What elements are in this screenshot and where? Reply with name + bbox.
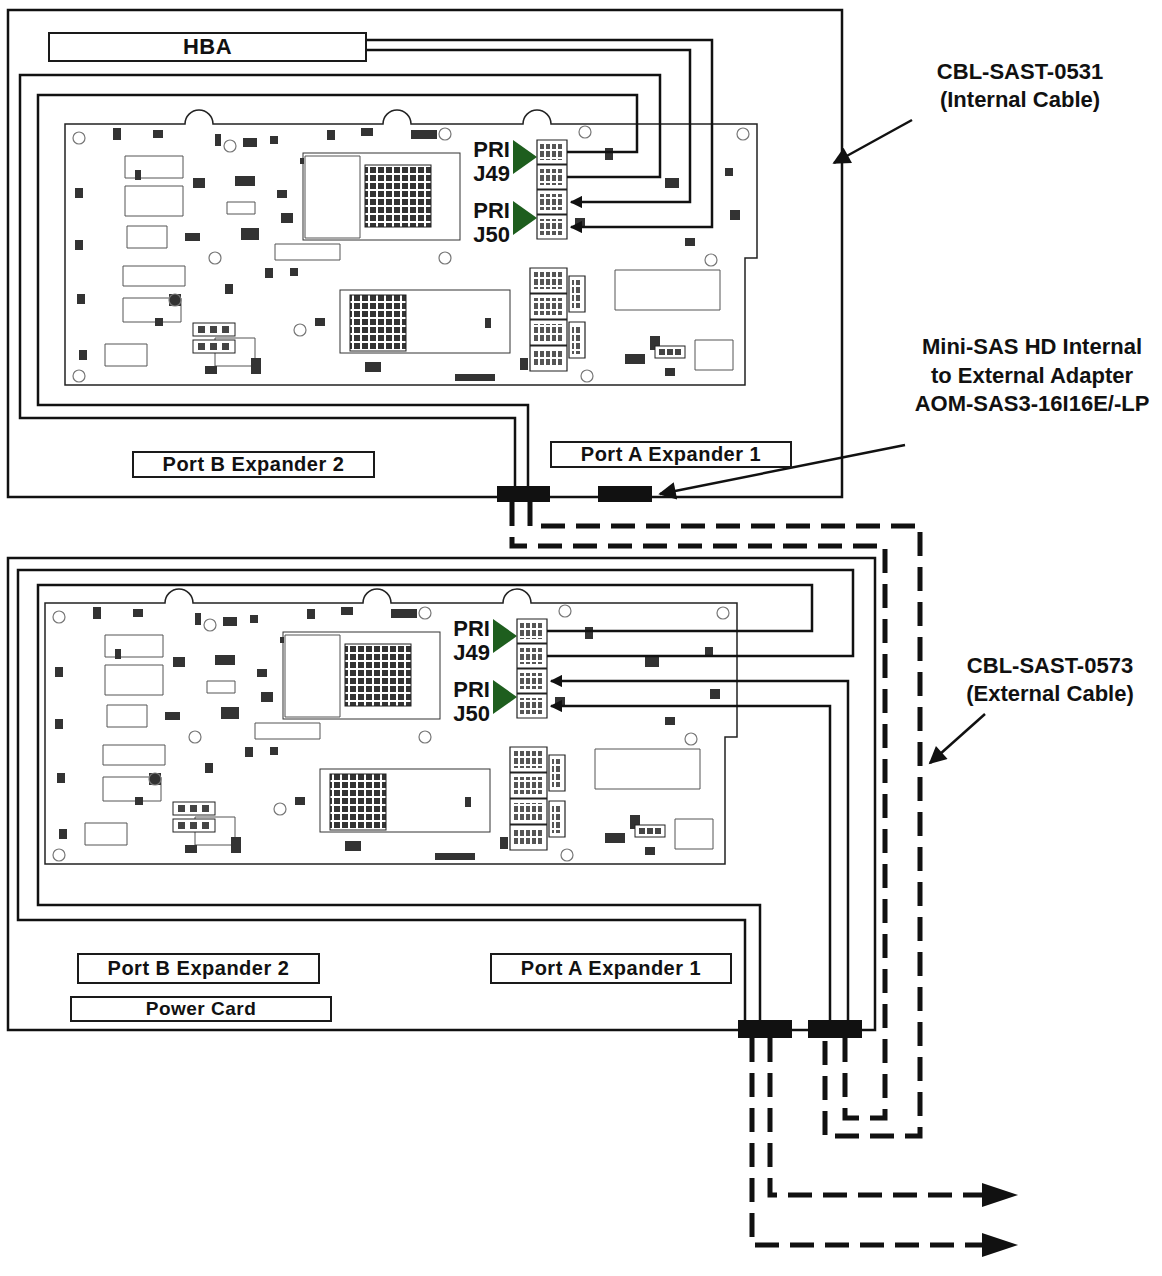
expander-port-box: Port A Expander 1 — [490, 953, 732, 984]
box-text: Port A Expander 1 — [521, 958, 701, 979]
connector-label: PRI J50 — [462, 199, 510, 247]
box-text: Power Card — [146, 999, 257, 1019]
internal-cable — [18, 570, 853, 1020]
primary-port-marker — [493, 680, 517, 714]
external-cable — [530, 502, 920, 1136]
backplane-illustration — [65, 110, 757, 385]
external-port-adapter — [808, 1020, 862, 1038]
box-text: Port B Expander 2 — [163, 454, 345, 475]
internal-cable — [38, 585, 812, 1020]
internal-cable — [367, 50, 690, 202]
box-text: Port B Expander 2 — [108, 958, 290, 979]
primary-port-marker — [513, 140, 537, 174]
leader-line — [834, 120, 912, 163]
hba-box: HBA — [48, 32, 367, 62]
connector-label: PRI J49 — [442, 617, 490, 665]
cable-arrowhead — [982, 1233, 1018, 1257]
primary-port-marker — [493, 619, 517, 653]
external-port-adapter — [497, 486, 550, 502]
primary-port-marker — [513, 201, 537, 235]
leader-line — [930, 714, 985, 763]
callout-text: CBL-SAST-0531 (Internal Cable) — [915, 58, 1125, 113]
external-port-adapter — [598, 486, 652, 502]
external-cable — [770, 1038, 982, 1195]
external-cable — [752, 1038, 982, 1245]
internal-cable — [20, 75, 660, 486]
connector-label: PRI J50 — [442, 678, 490, 726]
box-text: HBA — [183, 35, 232, 58]
expander-port-box: Port B Expander 2 — [77, 953, 320, 984]
cable-arrowhead — [982, 1183, 1018, 1207]
chassis-outline — [8, 10, 842, 497]
callout-text: CBL-SAST-0573 (External Cable) — [945, 652, 1155, 707]
external-cable — [512, 502, 885, 1118]
expander-port-box: Port B Expander 2 — [132, 451, 375, 478]
box-text: Port A Expander 1 — [581, 444, 761, 465]
internal-cable — [38, 95, 637, 486]
power-card-box: Power Card — [70, 996, 332, 1022]
connector-label: PRI J49 — [462, 138, 510, 186]
callout-text: Mini-SAS HD Internal to External Adapter… — [912, 333, 1152, 419]
external-port-adapter — [738, 1020, 792, 1038]
chassis-outline — [8, 558, 875, 1030]
expander-port-box: Port A Expander 1 — [550, 441, 792, 468]
